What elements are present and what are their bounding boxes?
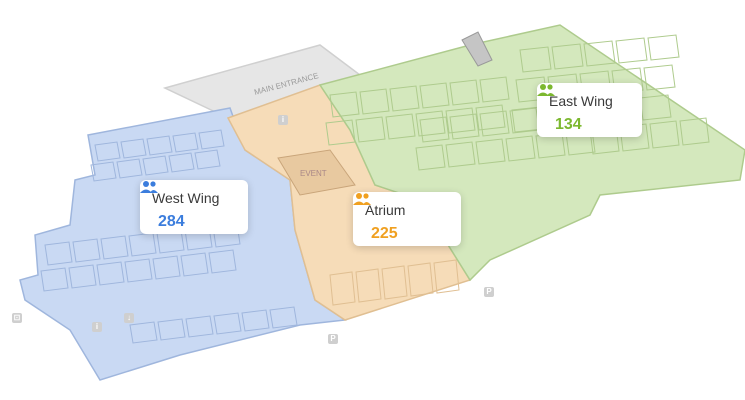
store-unit bbox=[213, 312, 242, 335]
store-unit bbox=[128, 232, 157, 257]
store-unit bbox=[415, 110, 446, 137]
store-unit bbox=[172, 132, 199, 153]
store-unit bbox=[475, 104, 506, 131]
elevator-icon[interactable]: ⊡ bbox=[12, 313, 22, 323]
store-unit bbox=[647, 34, 680, 61]
store-unit bbox=[329, 271, 356, 306]
stairs-icon[interactable]: ↓ bbox=[124, 313, 134, 323]
store-unit bbox=[241, 309, 270, 332]
store-unit bbox=[445, 107, 476, 134]
store-unit bbox=[643, 64, 676, 91]
zone-name: East Wing bbox=[549, 93, 613, 109]
store-unit bbox=[198, 129, 225, 150]
zone-count: 134 bbox=[555, 116, 582, 133]
store-unit bbox=[269, 306, 298, 329]
store-unit bbox=[157, 318, 186, 341]
store-unit bbox=[96, 261, 125, 286]
store-unit bbox=[433, 259, 460, 294]
zone-card-atrium[interactable]: Atrium 225 bbox=[353, 192, 461, 246]
store-unit bbox=[72, 238, 101, 263]
store-unit bbox=[415, 144, 446, 171]
escalator-tower bbox=[461, 31, 493, 67]
store-unit bbox=[505, 135, 536, 162]
store-unit bbox=[355, 268, 382, 303]
zone-count: 225 bbox=[371, 225, 398, 242]
store-unit bbox=[194, 149, 221, 170]
store-unit bbox=[120, 138, 147, 159]
store-unit bbox=[40, 267, 69, 292]
store-unit bbox=[385, 113, 416, 140]
zone-name: Atrium bbox=[365, 202, 406, 218]
store-unit bbox=[389, 85, 420, 112]
store-unit bbox=[359, 88, 390, 115]
store-unit bbox=[185, 315, 214, 338]
parking-icon[interactable]: P bbox=[328, 334, 338, 344]
store-unit bbox=[129, 321, 158, 344]
store-unit bbox=[146, 135, 173, 156]
store-unit bbox=[551, 43, 584, 70]
store-unit bbox=[124, 258, 153, 283]
store-unit bbox=[445, 141, 476, 168]
store-unit bbox=[44, 241, 73, 266]
store-unit bbox=[180, 252, 209, 277]
store-unit bbox=[419, 82, 450, 109]
store-unit bbox=[679, 117, 710, 146]
parking-icon[interactable]: P bbox=[484, 287, 494, 297]
store-unit bbox=[100, 235, 129, 260]
store-unit bbox=[94, 141, 121, 162]
store-unit bbox=[407, 262, 434, 297]
people-icon bbox=[353, 193, 371, 205]
store-unit bbox=[142, 155, 169, 176]
store-unit bbox=[479, 110, 510, 137]
event-label: EVENT bbox=[300, 169, 327, 178]
store-unit bbox=[479, 76, 510, 103]
zone-card-west-wing[interactable]: West Wing 284 bbox=[140, 180, 248, 234]
store-unit bbox=[355, 116, 386, 143]
store-unit bbox=[583, 40, 616, 67]
store-unit bbox=[208, 249, 237, 274]
store-unit bbox=[381, 265, 408, 300]
people-icon bbox=[140, 181, 158, 193]
store-unit bbox=[615, 37, 648, 64]
info-icon[interactable]: i bbox=[92, 322, 102, 332]
store-unit bbox=[68, 264, 97, 289]
store-unit bbox=[419, 116, 450, 143]
store-unit bbox=[329, 91, 360, 118]
zone-name: West Wing bbox=[152, 190, 220, 206]
store-unit bbox=[152, 255, 181, 280]
people-icon bbox=[537, 84, 555, 96]
store-unit bbox=[325, 119, 356, 146]
store-unit bbox=[168, 152, 195, 173]
store-unit bbox=[649, 120, 680, 149]
store-unit bbox=[639, 94, 672, 121]
store-unit bbox=[116, 158, 143, 179]
store-unit bbox=[475, 138, 506, 165]
store-unit bbox=[449, 79, 480, 106]
event-stage[interactable] bbox=[277, 149, 356, 196]
zone-count: 284 bbox=[158, 213, 185, 230]
zone-card-east-wing[interactable]: East Wing 134 bbox=[537, 83, 642, 137]
store-unit bbox=[90, 161, 117, 182]
store-unit bbox=[519, 46, 552, 73]
info-icon[interactable]: i bbox=[278, 115, 288, 125]
store-unit bbox=[449, 113, 480, 140]
